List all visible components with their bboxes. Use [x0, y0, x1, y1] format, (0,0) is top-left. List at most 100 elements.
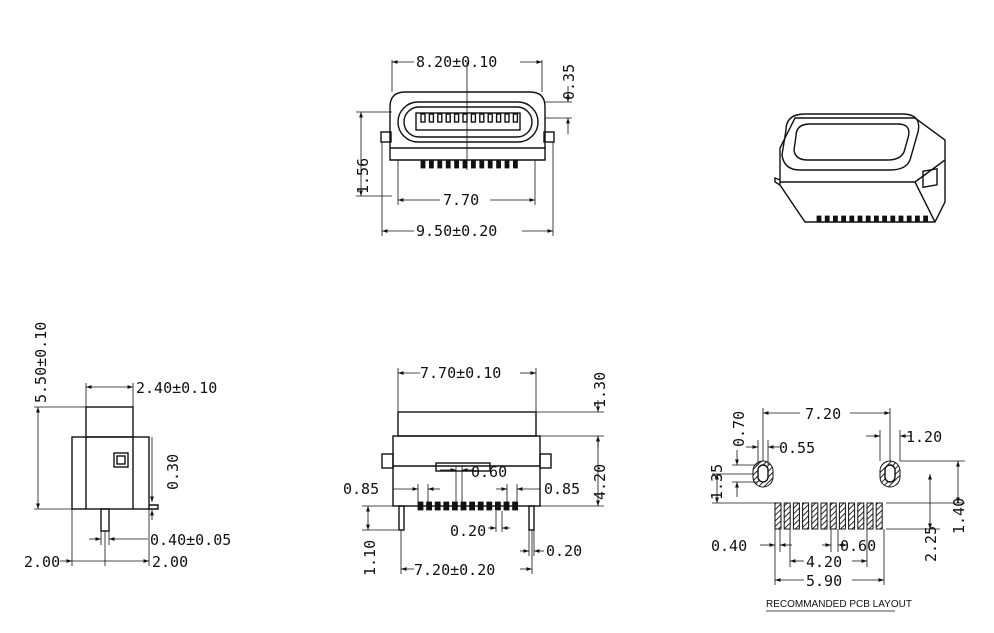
top-pin [512, 501, 518, 511]
front-pin [470, 159, 476, 169]
front-pin [504, 159, 510, 169]
front-dim-top-width: 8.20±0.10 [416, 53, 497, 71]
isometric-pin [849, 215, 855, 223]
front-dim-top-offset: 0.35 [560, 64, 578, 100]
top-dim-pin-length: 1.10 [361, 540, 379, 576]
top-pin [460, 501, 467, 511]
isometric-pin [898, 215, 904, 223]
pcb-layout-caption: RECOMMANDED PCB LAYOUT [766, 599, 912, 610]
front-pin [479, 159, 485, 169]
pcb-pad [802, 502, 810, 530]
front-pin [437, 159, 443, 169]
top-dim-pin-width: 0.20 [450, 522, 486, 540]
front-contact [512, 113, 519, 123]
top-pin [451, 501, 458, 511]
top-view: 7.70±0.10 1.30 4.20 0.60 0.85 0.85 [343, 364, 609, 579]
front-dim-inner-width: 7.70 [443, 191, 479, 209]
pcb-pad [774, 502, 782, 530]
isometric-pin [874, 215, 879, 223]
top-pin [486, 501, 493, 511]
side-dim-height: 5.50±0.10 [32, 322, 50, 403]
isometric-pin [906, 215, 912, 223]
top-dim-top-width: 7.70±0.10 [420, 364, 501, 382]
front-contact [479, 113, 485, 123]
pcb-dim-hole-width: 0.55 [779, 439, 815, 457]
top-dim-right-gap: 0.85 [544, 480, 580, 498]
front-contact [504, 113, 510, 123]
top-dim-body-height: 4.20 [591, 464, 609, 500]
top-dim-leg-spacing: 7.20±0.20 [414, 561, 495, 579]
front-contact [462, 113, 468, 123]
side-dim-window: 0.30 [164, 454, 182, 490]
pcb-dim-right-offset: 1.40 [950, 498, 968, 534]
front-dim-left-height: 1.56 [354, 158, 372, 194]
top-pin [503, 501, 510, 511]
pcb-dim-pad-span: 4.20 [806, 553, 842, 571]
front-view: 8.20±0.10 0.35 1.56 7.70 9.50±0.20 [354, 53, 578, 240]
front-pin [428, 159, 434, 169]
front-contact [470, 113, 477, 123]
front-pin [462, 159, 468, 169]
pcb-dim-pad-width: 0.40 [711, 537, 747, 555]
top-pin [434, 501, 441, 511]
pcb-layout-view: 7.20 1.20 0.70 0.55 1.35 1.40 2.25 [708, 405, 968, 612]
front-pin [487, 159, 493, 169]
top-dim-pin-thickness: 0.20 [546, 542, 582, 560]
pcb-dim-pad-pitch: 0.60 [840, 537, 876, 555]
front-pin [496, 159, 502, 169]
isometric-pin [865, 215, 871, 223]
pcb-pad-row [774, 502, 883, 530]
isometric-pin [824, 215, 830, 223]
isometric-pin [857, 215, 863, 223]
front-dim-overall-width: 9.50±0.20 [416, 222, 497, 240]
pcb-pad [820, 502, 828, 530]
pcb-pad [792, 502, 800, 530]
pcb-pad [875, 502, 883, 530]
front-contact [453, 113, 460, 123]
isometric-pin [915, 215, 920, 223]
side-view: 5.50±0.10 2.40±0.10 0.30 0.40±0.05 2.00 … [24, 322, 231, 571]
front-pin [454, 159, 460, 169]
front-pin [513, 159, 518, 169]
front-contact [428, 113, 435, 123]
pcb-pad [857, 502, 865, 530]
top-pin [477, 501, 484, 511]
front-contact-row [420, 113, 519, 123]
top-pin [469, 501, 476, 511]
front-contact [445, 113, 451, 123]
top-dim-top-step: 1.30 [591, 372, 609, 408]
top-dim-pitch: 0.60 [471, 463, 507, 481]
front-pin [420, 159, 426, 169]
isometric-pin [833, 215, 838, 223]
front-contact [487, 113, 493, 123]
front-pin-row [420, 159, 518, 169]
side-dim-left-offset: 2.00 [24, 553, 60, 571]
pcb-dim-hole-to-pad: 1.35 [708, 464, 726, 500]
pcb-pad [838, 502, 846, 530]
pcb-dim-outer-span: 5.90 [806, 572, 842, 590]
pcb-dim-hole-right: 1.20 [906, 428, 942, 446]
isometric-pin [816, 215, 822, 223]
pcb-pad [783, 502, 791, 530]
side-dim-right-offset: 2.00 [152, 553, 188, 571]
top-pin [443, 501, 450, 511]
front-pin [445, 159, 451, 169]
side-dim-pin: 0.40±0.05 [150, 531, 231, 549]
top-pin [426, 501, 433, 511]
pcb-dim-pad-depth: 2.25 [922, 526, 940, 562]
pcb-pad [829, 502, 837, 530]
top-pin [417, 501, 424, 511]
isometric-pin [882, 215, 887, 223]
top-pin-row [417, 501, 518, 511]
front-contact [437, 113, 443, 123]
pcb-pad [866, 502, 874, 530]
pcb-dim-hole-span: 7.20 [805, 405, 841, 423]
top-pin [494, 501, 501, 511]
isometric-pin-row [816, 215, 928, 223]
top-dim-left-gap: 0.85 [343, 480, 379, 498]
isometric-pin [923, 215, 928, 223]
isometric-pin [841, 215, 846, 223]
front-contact [420, 113, 426, 123]
pcb-pad [848, 502, 856, 530]
